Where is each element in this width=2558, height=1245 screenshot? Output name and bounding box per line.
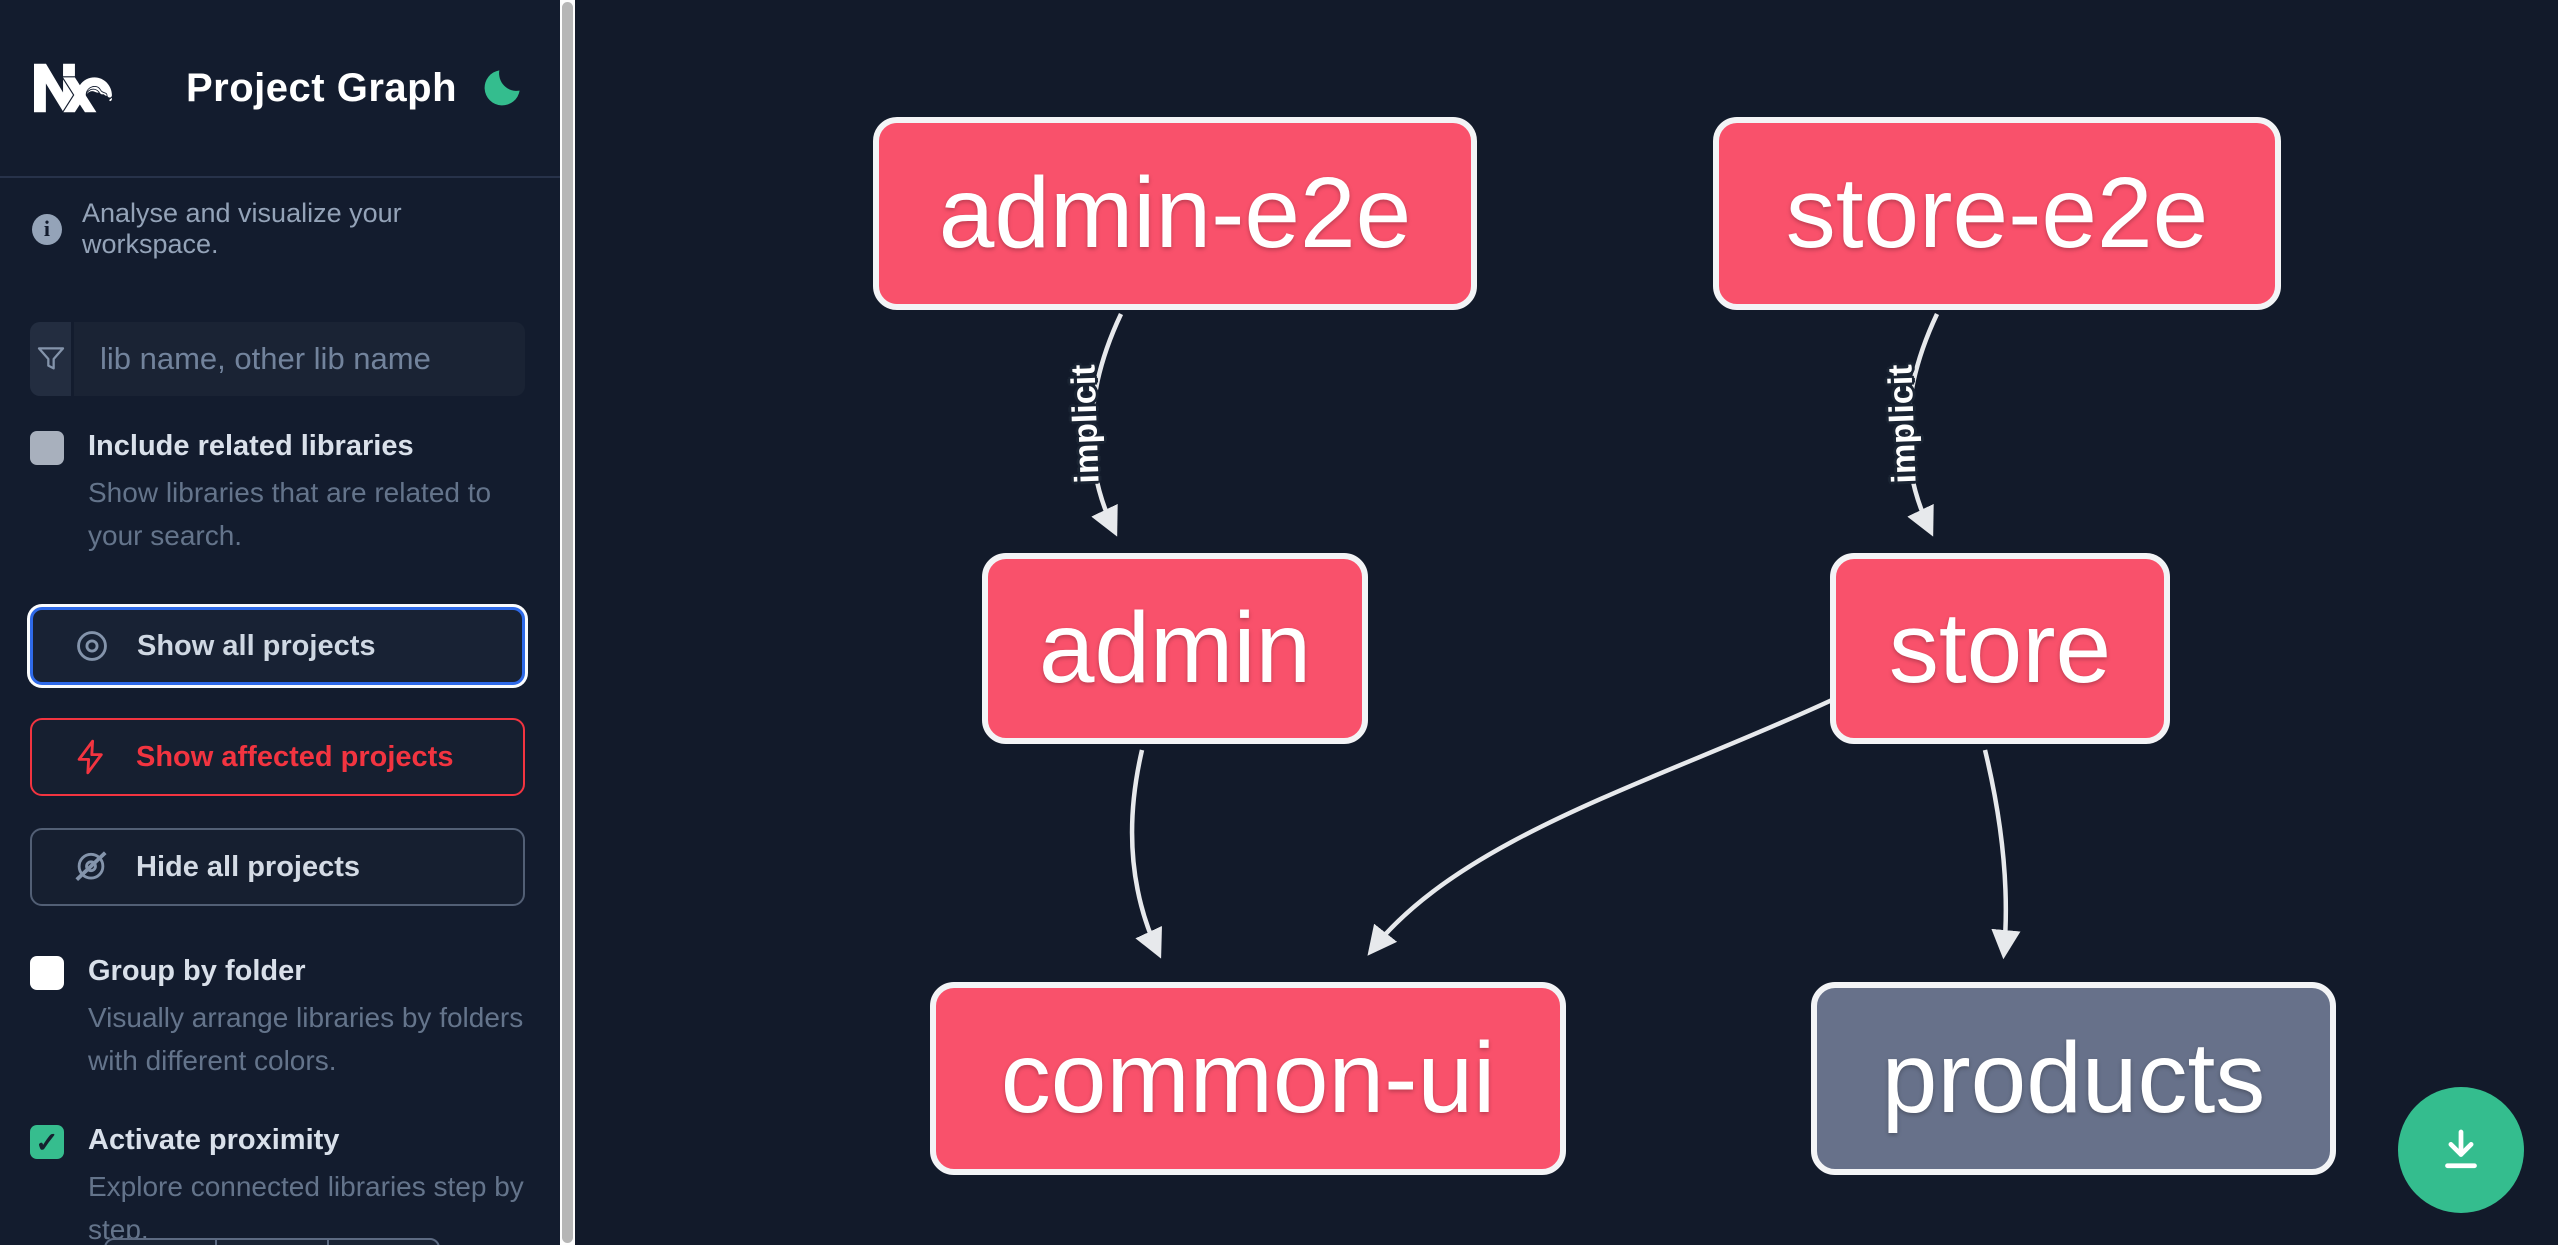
checkmark-icon: ✓ <box>35 1126 59 1158</box>
proximity-stepper-control[interactable] <box>104 1238 440 1245</box>
graph-node-store-e2e[interactable]: store-e2e <box>1713 117 2281 310</box>
lightning-bolt-icon <box>77 739 103 775</box>
graph-node-store[interactable]: store <box>1830 553 2170 744</box>
theme-toggle-button[interactable] <box>478 64 526 112</box>
info-circle-icon: i <box>32 213 62 245</box>
sidebar-header: Project Graph <box>0 0 560 176</box>
search-box <box>30 322 525 396</box>
checkbox-row-activate-proximity: ✓ Activate proximity Explore connected l… <box>30 1122 530 1245</box>
activate-proximity-checkbox[interactable]: ✓ <box>30 1125 64 1159</box>
funnel-icon <box>37 347 64 370</box>
checkbox-row-include-related: Include related libraries Show libraries… <box>30 428 530 557</box>
checkbox-row-group-by-folder: Group by folder Visually arrange librari… <box>30 953 530 1082</box>
info-text: Analyse and visualize your workspace. <box>81 198 402 259</box>
edge-label-implicit: implicit <box>1064 363 1107 485</box>
graph-node-common-ui[interactable]: common-ui <box>930 982 1566 1175</box>
stepper-segment[interactable] <box>106 1240 218 1245</box>
header-divider <box>0 176 560 178</box>
download-icon <box>2445 1129 2477 1169</box>
workspace-info: i Analyse and visualize your workspace. <box>32 198 530 260</box>
sidebar-scrollbar-track[interactable] <box>560 0 575 1245</box>
sidebar: Project Graph i Analyse and visualize yo… <box>0 0 560 1245</box>
page-title: Project Graph <box>186 65 458 110</box>
graph-node-admin-e2e[interactable]: admin-e2e <box>873 117 1477 310</box>
checkbox-label[interactable]: Activate proximity <box>88 1124 340 1156</box>
group-by-folder-checkbox[interactable] <box>30 956 64 990</box>
eye-icon <box>77 631 107 661</box>
show-affected-projects-button[interactable]: Show affected projects <box>30 718 525 796</box>
edge-label-implicit: implicit <box>1881 363 1924 485</box>
graph-node-admin[interactable]: admin <box>982 553 1368 744</box>
hide-all-projects-button[interactable]: Hide all projects <box>30 828 525 906</box>
checkbox-description: Explore connected libraries step by step… <box>88 1171 524 1245</box>
moon-icon <box>484 70 520 106</box>
graph-node-products[interactable]: products <box>1811 982 2336 1175</box>
sidebar-scrollbar-thumb[interactable] <box>562 2 573 1243</box>
nx-logo <box>34 63 112 113</box>
checkbox-label[interactable]: Group by folder <box>88 955 306 987</box>
download-graph-button[interactable] <box>2398 1087 2524 1213</box>
show-all-projects-button[interactable]: Show all projects <box>30 607 525 685</box>
button-label: Show affected projects <box>136 740 454 773</box>
stepper-segment[interactable] <box>217 1240 329 1245</box>
search-input[interactable] <box>74 322 525 396</box>
checkbox-description: Visually arrange libraries by folders wi… <box>88 1002 524 1076</box>
checkbox-description: Show libraries that are related to your … <box>88 477 492 551</box>
button-label: Hide all projects <box>136 850 361 883</box>
checkbox-label[interactable]: Include related libraries <box>88 430 414 462</box>
filter-icon-cell <box>30 322 74 396</box>
eye-off-icon <box>75 851 107 882</box>
stepper-segment[interactable] <box>329 1240 438 1245</box>
include-related-checkbox[interactable] <box>30 431 64 465</box>
button-label: Show all projects <box>137 629 376 662</box>
